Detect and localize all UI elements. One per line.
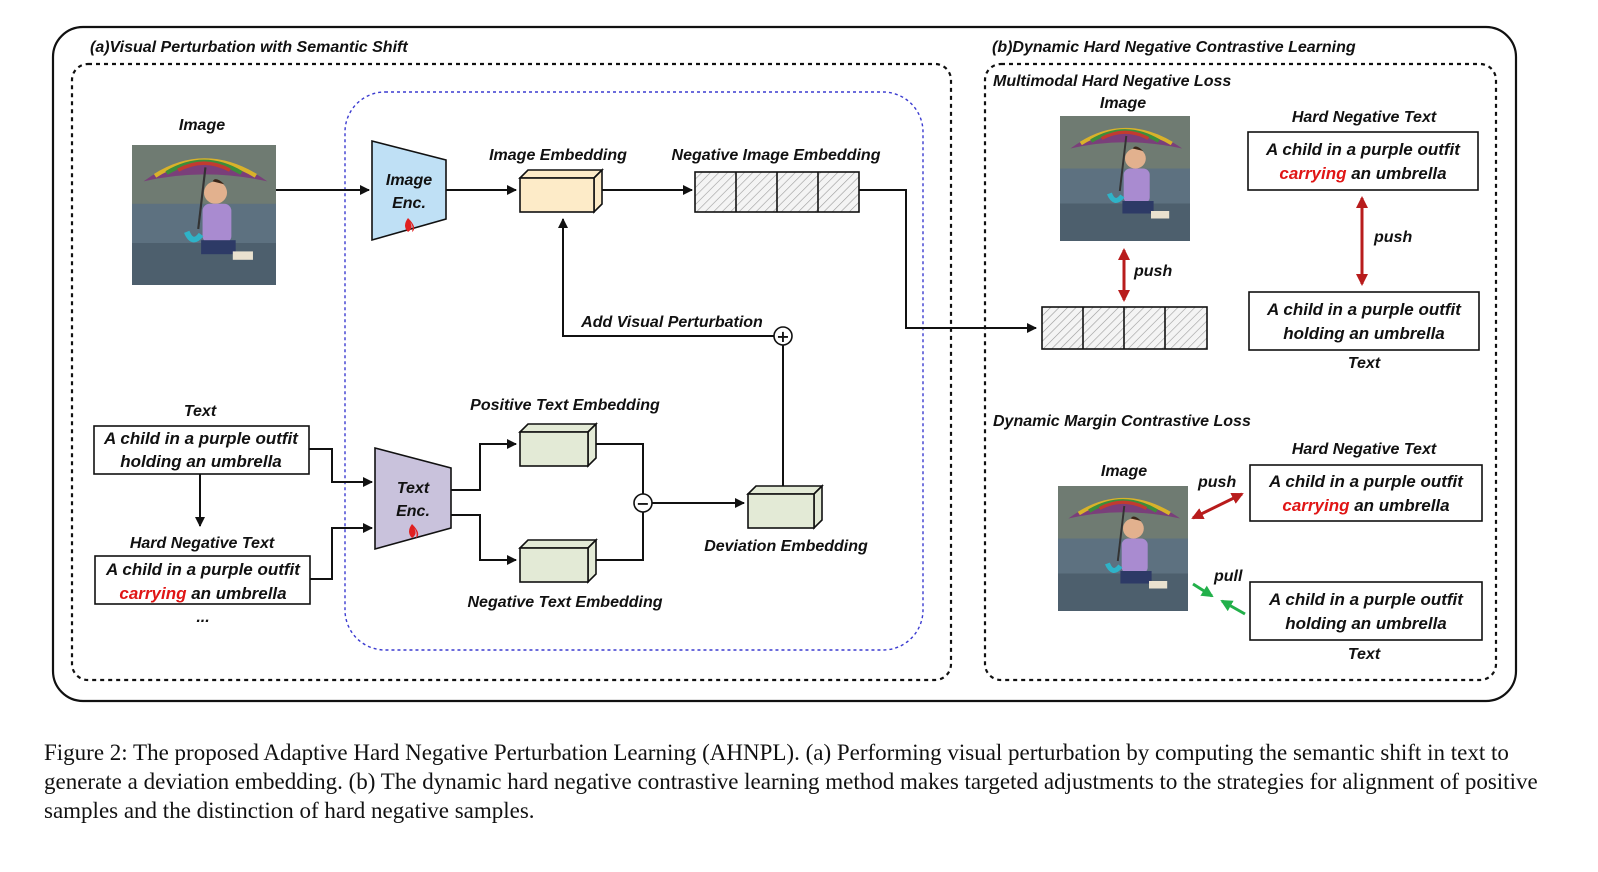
image-encoder-label-1: Image [386, 172, 432, 189]
outer-frame [51, 25, 1518, 703]
mhnl-push-vertical-label: push [1133, 263, 1172, 280]
dmcl-image-label: Image [1101, 463, 1147, 480]
dmcl-pull-arrow-right [1220, 599, 1246, 616]
positive-text-embedding-label: Positive Text Embedding [470, 397, 660, 414]
dmcl-push-arrow [1191, 492, 1244, 520]
dmcl-text-label: Text [1348, 646, 1381, 663]
mhnl-hard-negative-line-1: A child in a purple outfit [1265, 140, 1461, 159]
section-b-title: (b)Dynamic Hard Negative Contrastive Lea… [992, 39, 1356, 56]
deviation-embedding-label: Deviation Embedding [704, 538, 868, 555]
figure-caption: Figure 2: The proposed Adaptive Hard Neg… [44, 740, 1538, 823]
mhnl-text-line-1: A child in a purple outfit [1266, 300, 1462, 319]
dmcl-hard-negative-line-1: A child in a purple outfit [1268, 472, 1464, 491]
mhnl-hard-negative-line-2: carrying an umbrella [1279, 164, 1446, 183]
section-a-title: (a)Visual Perturbation with Semantic Shi… [90, 39, 408, 56]
dmcl-hard-negative-line-2: carrying an umbrella [1282, 496, 1449, 515]
negative-text-embedding-box [518, 538, 598, 584]
dmcl-text-box [1249, 581, 1483, 641]
dmcl-image [1058, 486, 1188, 611]
dmcl-pull-label: pull [1213, 568, 1243, 585]
arrow-to-positive-text-embedding [451, 439, 517, 491]
text-encoder-label-2: Enc. [396, 503, 430, 520]
hard-negative-line-1: A child in a purple outfit [105, 560, 301, 579]
dmcl-text-line-2: holding an umbrella [1285, 614, 1447, 633]
negative-text-embedding-label: Negative Text Embedding [468, 594, 663, 611]
deviation-embedding-box [746, 484, 824, 530]
hard-negative-box [94, 555, 311, 605]
line-negative-to-minus [596, 512, 644, 561]
positive-text-embedding-box [518, 422, 598, 468]
image-label: Image [179, 117, 225, 134]
ellipsis: ... [196, 609, 209, 626]
negative-image-embedding-box [694, 171, 860, 213]
mhnl-hatched-embedding [1041, 306, 1208, 350]
text-encoder [374, 446, 452, 551]
text-encoder-label-1: Text [397, 480, 430, 497]
svg-text:+: + [776, 327, 789, 346]
text-box-line-2: holding an umbrella [120, 452, 282, 471]
image-encoder [371, 139, 447, 242]
dmcl-pull-arrow-left [1192, 582, 1214, 598]
text-box [93, 425, 310, 475]
text-label: Text [184, 403, 217, 420]
hard-negative-label: Hard Negative Text [130, 535, 275, 552]
panel-a [70, 62, 953, 682]
text-box-line-1: A child in a purple outfit [103, 429, 299, 448]
image-encoder-label-2: Enc. [392, 195, 426, 212]
mhnl-text-label: Text [1348, 355, 1381, 372]
mhnl-image [1060, 116, 1190, 241]
mhnl-hard-negative-box [1247, 131, 1479, 191]
line-positive-to-minus [596, 443, 644, 494]
arrow-to-negative-text-embedding [451, 514, 517, 565]
mhnl-text-line-2: holding an umbrella [1283, 324, 1445, 343]
image-embedding-box [518, 168, 604, 214]
arrow-to-mhnl-embedding [859, 189, 1037, 333]
input-image [132, 145, 276, 285]
inner-model-region [344, 91, 924, 651]
arrow-hard-negative-to-encoder [310, 523, 373, 580]
dmcl-hard-negative-box [1249, 464, 1483, 522]
panel-b [983, 62, 1498, 682]
dmcl-hard-negative-label: Hard Negative Text [1292, 441, 1437, 458]
flame-icon [405, 218, 415, 232]
mhnl-text-box [1248, 291, 1480, 351]
mhnl-hard-negative-label: Hard Negative Text [1292, 109, 1437, 126]
mhnl-image-label: Image [1100, 95, 1146, 112]
mhnl-push-text-label: push [1373, 229, 1412, 246]
hard-negative-line-2: carrying an umbrella [119, 584, 286, 603]
svg-text:−: − [636, 494, 649, 513]
add-visual-perturbation-label: Add Visual Perturbation [580, 314, 763, 331]
flame-icon [409, 524, 419, 538]
dmcl-push-label: push [1197, 474, 1236, 491]
ahnpl-diagram: (a)Visual Perturbation with Semantic Shi… [51, 25, 1518, 703]
arrow-text-to-encoder [309, 448, 373, 487]
image-embedding-label: Image Embedding [489, 147, 627, 164]
dmcl-text-line-1: A child in a purple outfit [1268, 590, 1464, 609]
negative-image-embedding-label: Negative Image Embedding [672, 147, 881, 164]
dmcl-title: Dynamic Margin Contrastive Loss [993, 413, 1251, 430]
mhnl-title: Multimodal Hard Negative Loss [993, 73, 1231, 90]
